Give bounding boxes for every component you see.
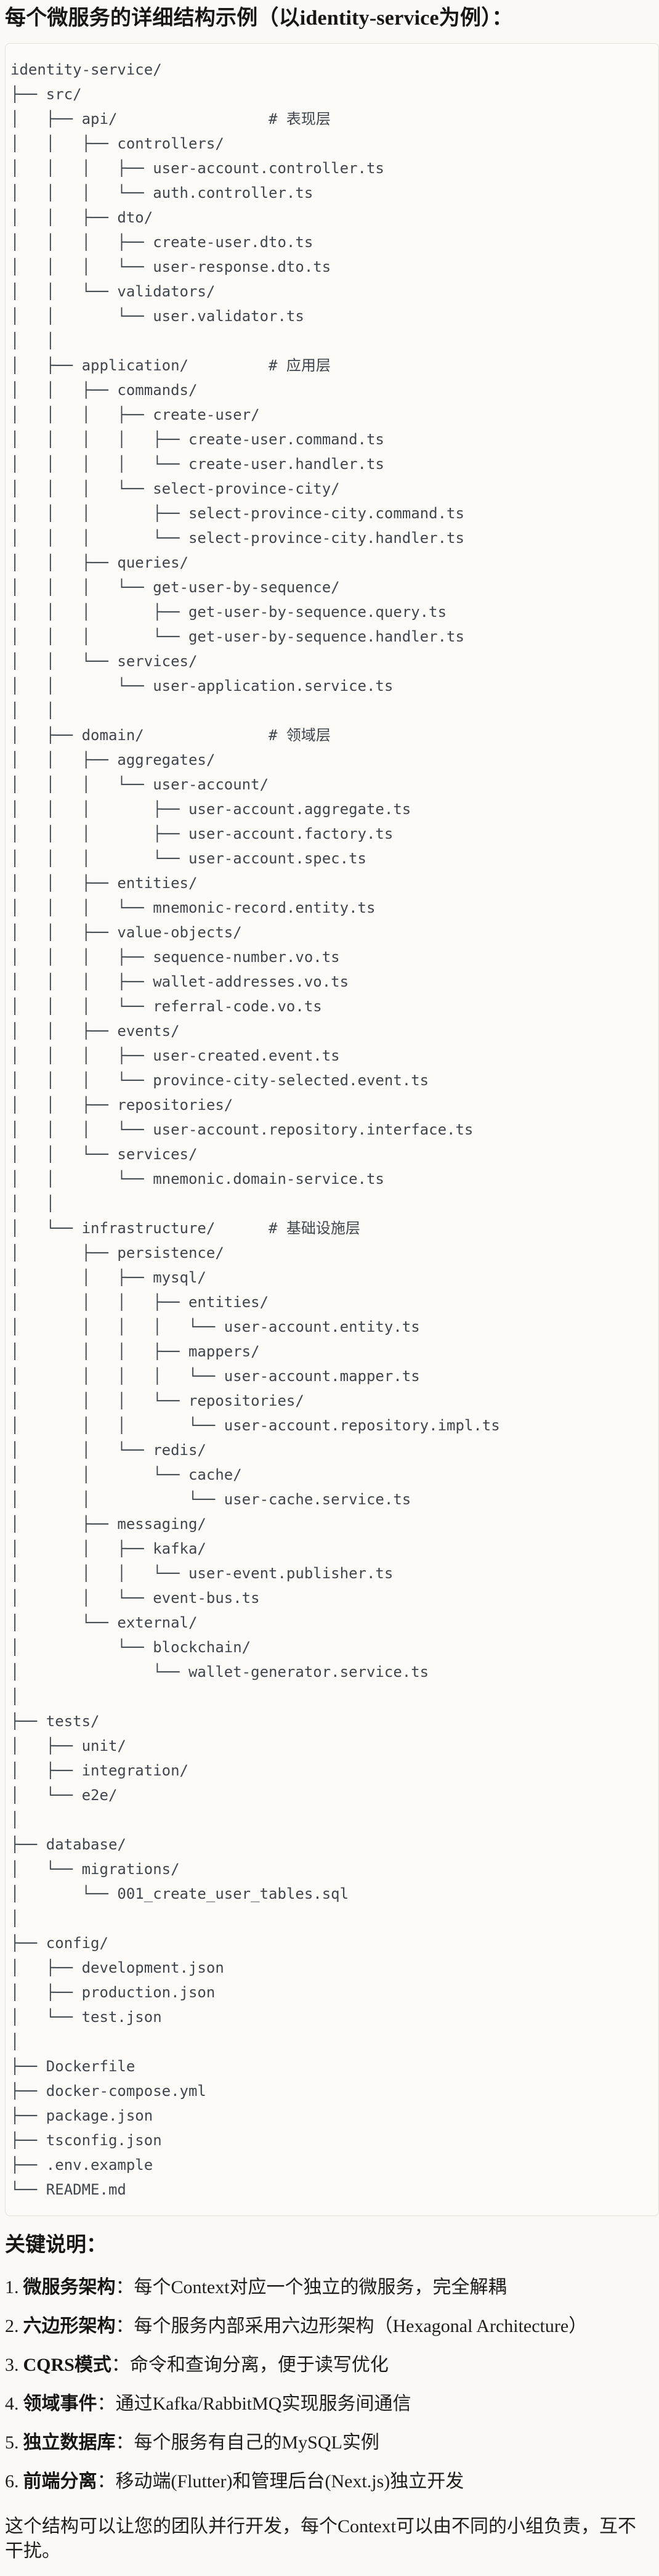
list-item: 4.领域事件：通过Kafka/RabbitMQ实现服务间通信 [5,2392,654,2416]
list-item: 2.六边形架构：每个服务内部采用六边形架构（Hexagonal Architec… [5,2315,654,2338]
item-description: ：通过Kafka/RabbitMQ实现服务间通信 [97,2394,411,2415]
item-number: 1. [5,2277,19,2298]
item-description: ：每个服务有自己的MySQL实例 [115,2432,379,2453]
closing-paragraph: 这个结构可以让您的团队并行开发，每个Context可以由不同的小组负责，互不干扰… [5,2516,636,2562]
item-term: 微服务架构 [23,2277,116,2298]
item-term: 独立数据库 [23,2432,116,2453]
item-description: ：命令和查询分离，便于读写优化 [111,2355,389,2376]
notes-heading: 关键说明： [5,2234,107,2257]
item-number: 4. [5,2394,19,2415]
item-term: CQRS模式 [23,2355,111,2376]
item-description: ：每个Context对应一个独立的微服务，完全解耦 [115,2277,507,2298]
directory-tree: identity-service/ ├── src/ │ ├── api/ # … [10,61,500,2199]
item-number: 6. [5,2471,19,2492]
item-number: 5. [5,2432,19,2453]
item-term: 领域事件 [23,2394,97,2415]
item-description: ：移动端(Flutter)和管理后台(Next.js)独立开发 [97,2471,464,2492]
list-item: 3.CQRS模式：命令和查询分离，便于读写优化 [5,2354,654,2377]
list-item: 5.独立数据库：每个服务有自己的MySQL实例 [5,2431,654,2455]
code-block: identity-service/ ├── src/ │ ├── api/ # … [5,43,659,2217]
item-term: 六边形架构 [23,2316,116,2337]
item-term: 前端分离 [23,2471,97,2492]
item-description: ：每个服务内部采用六边形架构（Hexagonal Architecture） [115,2316,588,2337]
list-item: 1.微服务架构：每个Context对应一个独立的微服务，完全解耦 [5,2276,654,2299]
page-title: 每个微服务的详细结构示例（以identity-service为例）： [5,7,513,30]
list-item: 6.前端分离：移动端(Flutter)和管理后台(Next.js)独立开发 [5,2470,654,2493]
item-number: 2. [5,2316,19,2337]
item-number: 3. [5,2355,19,2376]
notes-list: 1.微服务架构：每个Context对应一个独立的微服务，完全解耦 2.六边形架构… [5,2276,654,2493]
